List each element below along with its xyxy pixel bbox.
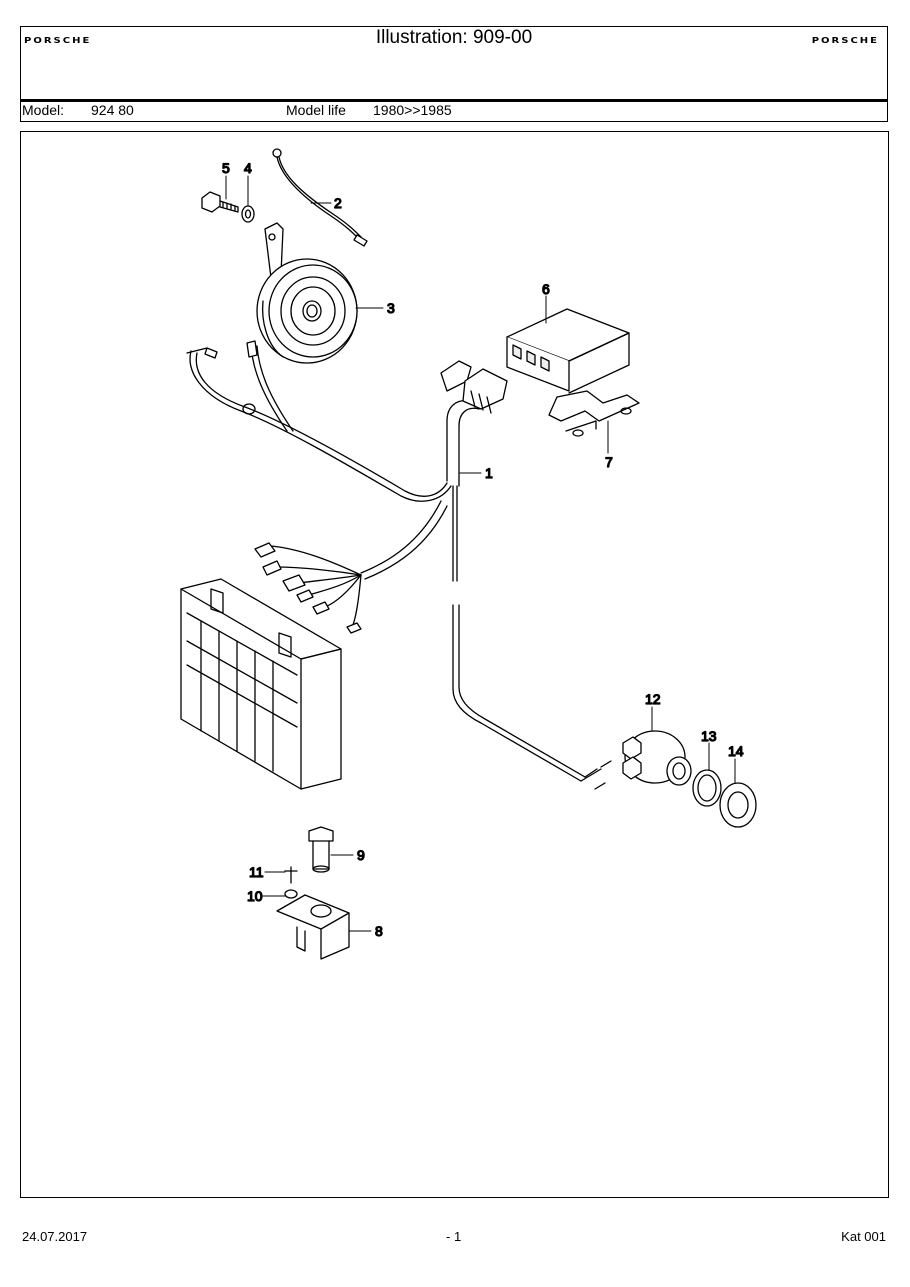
callout-8: 8 — [375, 923, 383, 939]
model-info-row: Model: 924 80 Model life 1980>>1985 — [21, 102, 887, 120]
footer-catalog: Kat 001 — [841, 1229, 886, 1244]
bolt-part — [201, 191, 239, 213]
model-value: 924 80 — [91, 102, 134, 118]
model-life-label: Model life — [286, 102, 346, 118]
callout-13: 13 — [701, 728, 717, 744]
callout-4: 4 — [244, 160, 252, 176]
callout-11: 11 — [249, 864, 264, 880]
callout-2: 2 — [334, 195, 342, 211]
horn-part — [256, 222, 358, 364]
control-unit-part — [506, 308, 630, 394]
model-label: Model: — [22, 102, 65, 118]
ground-cable-part — [272, 148, 368, 247]
callout-1: 1 — [485, 465, 493, 481]
callout-6: 6 — [542, 281, 550, 297]
brand-logo-left: PORSCHE — [24, 37, 92, 46]
model-life-value: 1980>>1985 — [373, 102, 452, 118]
sensor-bracket-parts — [276, 826, 350, 960]
callout-14: 14 — [728, 743, 744, 759]
footer-page-number: - 1 — [446, 1229, 462, 1244]
page-title: Illustration: 909-00 — [375, 27, 533, 48]
callout-7: 7 — [605, 454, 613, 470]
callout-3: 3 — [387, 300, 395, 316]
footer-date: 24.07.2017 — [22, 1229, 88, 1244]
fuse-box-outline — [180, 578, 342, 790]
washer-part — [241, 205, 255, 223]
callout-12: 12 — [645, 691, 661, 707]
ring-13-part — [692, 769, 722, 807]
parts-diagram: 1 2 3 4 5 6 7 8 9 10 11 12 13 14 — [180, 148, 757, 960]
callout-10: 10 — [247, 888, 263, 904]
callout-9: 9 — [357, 847, 365, 863]
illustration-frame: 1 2 3 4 5 6 7 8 9 10 11 12 13 14 — [20, 131, 889, 1198]
callout-5: 5 — [222, 160, 230, 176]
page-header: PORSCHE Illustration: 909-00 PORSCHE Mod… — [20, 26, 888, 122]
wiring-harness-part — [186, 340, 508, 634]
callout-leaders — [225, 175, 736, 932]
ring-14-part — [719, 782, 757, 828]
brand-logo-right: PORSCHE — [811, 37, 879, 46]
ignition-switch-part — [452, 604, 692, 790]
mounting-bracket-part — [548, 390, 640, 437]
header-divider — [21, 99, 887, 102]
